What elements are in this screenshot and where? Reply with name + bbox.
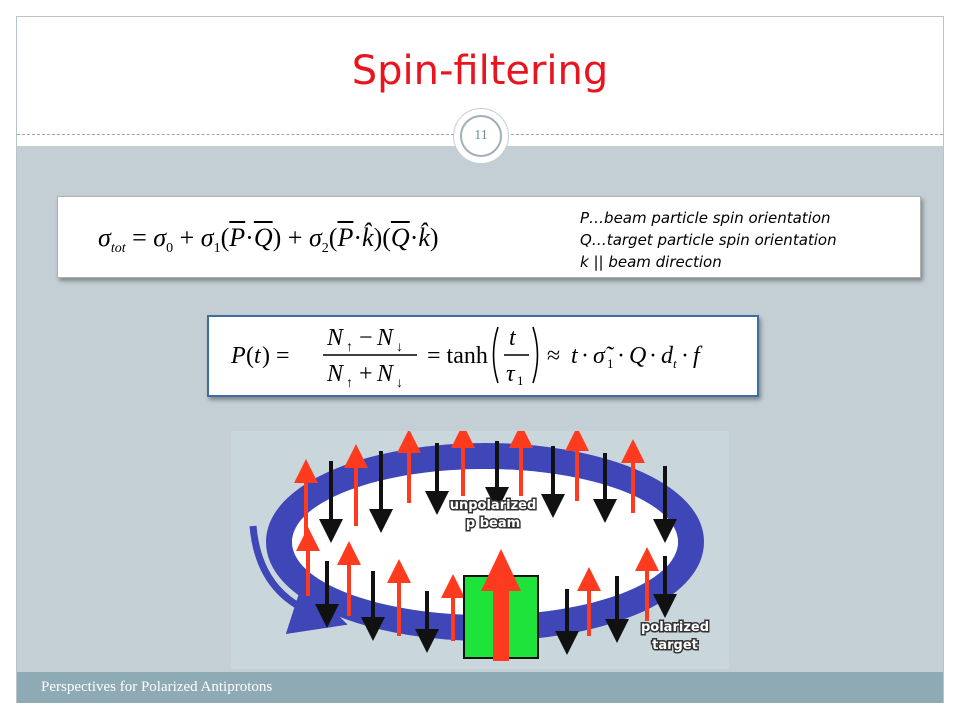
target-polarization-arrow — [481, 549, 521, 661]
beam-label-line2: p beam — [466, 516, 520, 531]
svg-text:↓: ↓ — [396, 376, 403, 391]
svg-text:t: t — [509, 325, 517, 351]
svg-text:N: N — [376, 325, 395, 351]
svg-text:·: · — [581, 343, 589, 369]
svg-text:N: N — [326, 325, 345, 351]
svg-text:1: 1 — [517, 373, 524, 388]
svg-text:t: t — [254, 343, 262, 369]
footer-bar: Perspectives for Polarized Antiprotons — [17, 672, 943, 703]
slide-number: 11 — [460, 115, 502, 157]
slide-number-badge: 11 — [453, 108, 509, 164]
svg-text:·: · — [681, 343, 689, 369]
svg-text:= tanh: = tanh — [427, 343, 488, 369]
svg-text:N: N — [376, 361, 395, 387]
polarization-formula: P ( t ) = N ↑ − N ↓ N ↑ + N ↓ = tanh t τ — [230, 325, 703, 391]
svg-text:τ: τ — [506, 361, 516, 387]
polarization-formula-box: P ( t ) = N ↑ − N ↓ N ↑ + N ↓ = tanh t τ — [207, 315, 759, 397]
footer-text: Perspectives for Polarized Antiprotons — [41, 679, 273, 695]
svg-text:−: − — [359, 325, 373, 351]
legend-line-p: P…beam particle spin orientation — [580, 209, 831, 227]
svg-text:+: + — [359, 361, 373, 387]
svg-text:(: ( — [246, 343, 254, 369]
svg-text:1: 1 — [607, 356, 614, 371]
svg-text:↑: ↑ — [346, 376, 353, 391]
legend-line-q: Q…target particle spin orientation — [580, 231, 837, 249]
spin-filter-diagram: unpolarized p beam polarized target — [231, 431, 729, 669]
svg-text:t: t — [673, 356, 677, 371]
svg-text:↑: ↑ — [346, 340, 353, 355]
svg-text:d: d — [661, 343, 674, 369]
beam-injection-arrow — [249, 525, 348, 635]
bottom-spin-arrows — [296, 527, 677, 655]
cross-section-formula: σtot = σ0 + σ1(P·Q) + σ2(P·k̂)(Q·k̂) — [98, 223, 439, 257]
svg-text:Q: Q — [629, 343, 646, 369]
svg-text:t: t — [571, 343, 579, 369]
beam-label-line1: unpolarized — [450, 498, 537, 513]
svg-text:≈: ≈ — [547, 343, 560, 369]
svg-text:f: f — [693, 343, 703, 369]
svg-text:·: · — [617, 343, 625, 369]
cross-section-formula-box: σtot = σ0 + σ1(P·Q) + σ2(P·k̂)(Q·k̂) P…b… — [57, 196, 921, 278]
top-spin-arrows — [294, 431, 677, 543]
slide-title: Spin-filtering — [351, 48, 609, 94]
target-label-line2: target — [652, 638, 698, 653]
svg-text:) =: ) = — [262, 343, 290, 369]
svg-text:↓: ↓ — [396, 340, 403, 355]
legend-line-k: k || beam direction — [580, 253, 722, 271]
svg-text:N: N — [326, 361, 345, 387]
ring-diagram-svg: unpolarized p beam polarized target — [249, 431, 711, 661]
formula-legend: P…beam particle spin orientation Q…targe… — [580, 207, 837, 273]
target-label-line1: polarized — [641, 620, 709, 635]
svg-text:·: · — [649, 343, 657, 369]
svg-text:P: P — [230, 343, 246, 369]
